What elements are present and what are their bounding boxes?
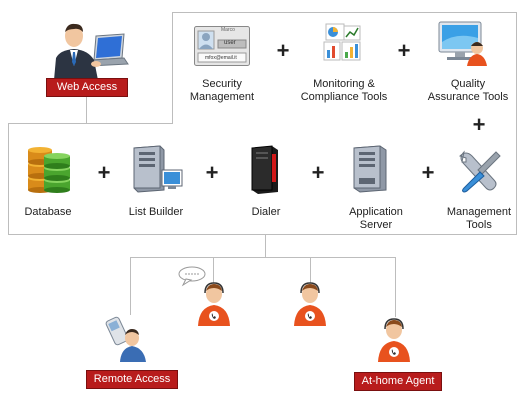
remote-access-tag[interactable]: Remote Access [86,370,178,389]
plus-top-2: + [397,38,411,63]
top-box-top-border [172,12,517,13]
web-access-connector [86,96,87,123]
database-icon [28,147,70,193]
management-tools-label-line1: Management [446,206,512,218]
list-builder-label: List Builder [128,206,184,218]
application-server-label-line1: Application [349,206,403,218]
management-tools-label-line2: Tools [466,219,492,231]
tree-drop-agent-1 [213,257,214,283]
dialer-label: Dialer [251,206,281,218]
plus-bottom-3: + [311,160,325,185]
bottom-box-top-border [8,123,173,124]
plus-top-1: + [276,38,290,63]
security-label-line1: Security [202,78,242,90]
quality-label-line1: Quality [450,78,486,90]
tree-drop-remote [130,257,131,315]
plus-bottom-1: + [97,160,111,185]
card-name-text: Marco [221,27,235,33]
dialer-tower-icon [251,145,278,194]
security-label: Security Management [184,78,260,104]
tree-trunk [265,235,266,257]
top-box-left-border [172,12,173,123]
plus-bottom-4: + [421,160,435,185]
list-builder-server-icon [133,145,183,193]
monitoring-label: Monitoring & Compliance Tools [296,78,392,104]
agent-headset-icon-1 [198,282,230,326]
management-tools-label: Management Tools [440,206,518,232]
at-home-agent-icon [378,318,410,362]
application-server-icon [353,145,387,193]
plus-vertical: + [472,112,486,137]
bottom-box-bottom-border [8,234,517,235]
web-user-icon [54,23,129,80]
monitoring-label-line1: Monitoring & [313,78,375,90]
tree-drop-at-home [395,257,396,317]
quality-monitor-icon [438,21,487,66]
tree-branch [130,257,396,258]
speech-bubble-icon [178,266,206,287]
at-home-agent-tag[interactable]: At-home Agent [354,372,442,391]
security-card-icon [194,26,250,66]
management-tools-icon [459,150,501,193]
agent-headset-icon-2 [294,282,326,326]
plus-bottom-2: + [205,160,219,185]
card-email-text: mfox@email.it [205,55,237,61]
application-server-label: Application Server [336,206,416,232]
application-server-label-line2: Server [359,219,393,231]
card-user-text: user [224,40,236,46]
quality-label: Quality Assurance Tools [420,78,516,104]
top-box-right-border [516,12,517,234]
database-label: Database [24,206,72,218]
security-label-line2: Management [189,91,255,103]
bottom-box-left-border [8,123,9,234]
monitoring-charts-icon [323,23,361,61]
remote-access-phone-icon [105,316,146,362]
monitoring-label-line2: Compliance Tools [300,91,388,103]
web-access-tag[interactable]: Web Access [46,78,128,97]
tree-drop-agent-2 [310,257,311,283]
quality-label-line2: Assurance Tools [427,91,509,103]
